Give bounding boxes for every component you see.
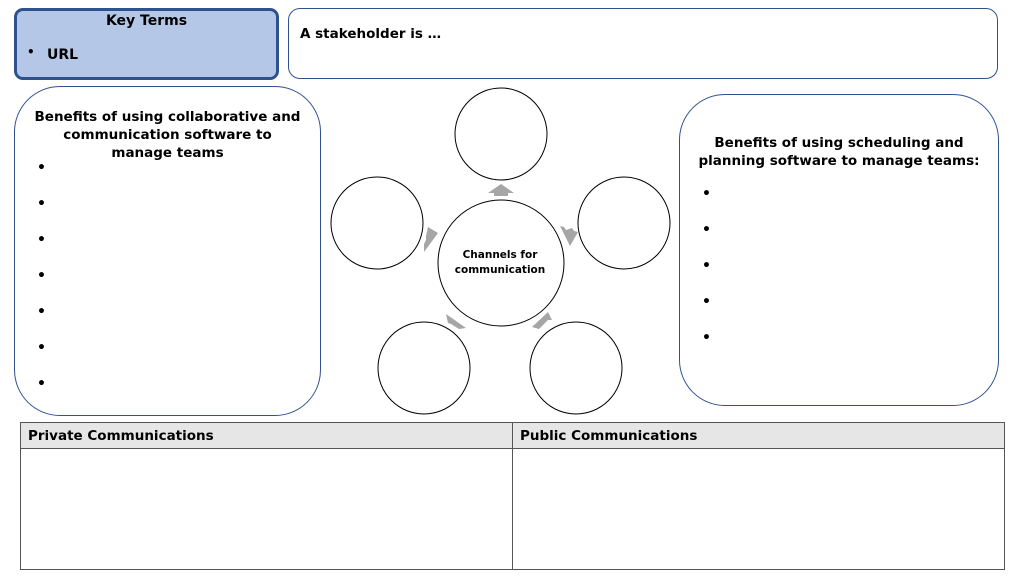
outer-circle-bottom-right <box>529 321 623 415</box>
key-term-label: URL <box>47 47 79 63</box>
key-terms-title: Key Terms <box>105 13 188 29</box>
center-label: Channels for communication <box>454 249 546 276</box>
bullet-point: • <box>37 268 46 284</box>
arrow-icons <box>424 184 578 329</box>
collaborative-bullet-list: • • • • • • • <box>37 161 46 413</box>
arrow-left-icon <box>424 227 438 252</box>
communications-table: Private Communications Public Communicat… <box>20 422 1005 570</box>
outer-circle-bottom-left <box>377 321 471 415</box>
outer-circle-right <box>577 176 671 270</box>
stakeholder-prompt: A stakeholder is … <box>300 26 442 42</box>
private-communications-cell[interactable] <box>21 449 513 569</box>
bullet-point: • <box>702 186 711 202</box>
scheduling-software-box: Benefits of using scheduling and plannin… <box>679 94 999 406</box>
scheduling-bullet-list: • • • • • <box>702 187 711 367</box>
bullet-point: • <box>37 304 46 320</box>
bullet-point: • <box>702 222 711 238</box>
bullet-point: • <box>37 160 46 176</box>
public-communications-header: Public Communications <box>513 423 1004 449</box>
private-communications-header: Private Communications <box>21 423 513 449</box>
scheduling-software-title: Benefits of using scheduling and plannin… <box>698 135 980 169</box>
key-term-item: • URL <box>27 45 79 63</box>
stakeholder-box: A stakeholder is … <box>288 8 998 79</box>
bullet-point: • <box>702 330 711 346</box>
bullet-point: • <box>37 376 46 392</box>
outer-circle-left <box>330 176 424 270</box>
public-communications-cell[interactable] <box>513 449 1004 569</box>
bullet-point: • <box>37 340 46 356</box>
key-terms-box: Key Terms • URL <box>14 8 279 80</box>
communication-channels-diagram: Channels for communication <box>320 80 680 420</box>
bullet-point: • <box>702 258 711 274</box>
bullet-point: • <box>702 294 711 310</box>
arrow-bottom-left-icon <box>446 314 466 329</box>
arrow-up-icon <box>488 184 514 196</box>
collaborative-software-box: Benefits of using collaborative and comm… <box>14 86 321 416</box>
arrow-bottom-right-icon <box>532 312 552 329</box>
arrow-right-icon <box>560 226 578 246</box>
diagram-svg <box>330 87 671 415</box>
bullet-icon: • <box>27 45 35 59</box>
bullet-point: • <box>37 232 46 248</box>
center-circle <box>437 199 565 327</box>
bullet-point: • <box>37 196 46 212</box>
collaborative-software-title: Benefits of using collaborative and comm… <box>34 109 301 161</box>
outer-circle-top <box>454 87 548 181</box>
